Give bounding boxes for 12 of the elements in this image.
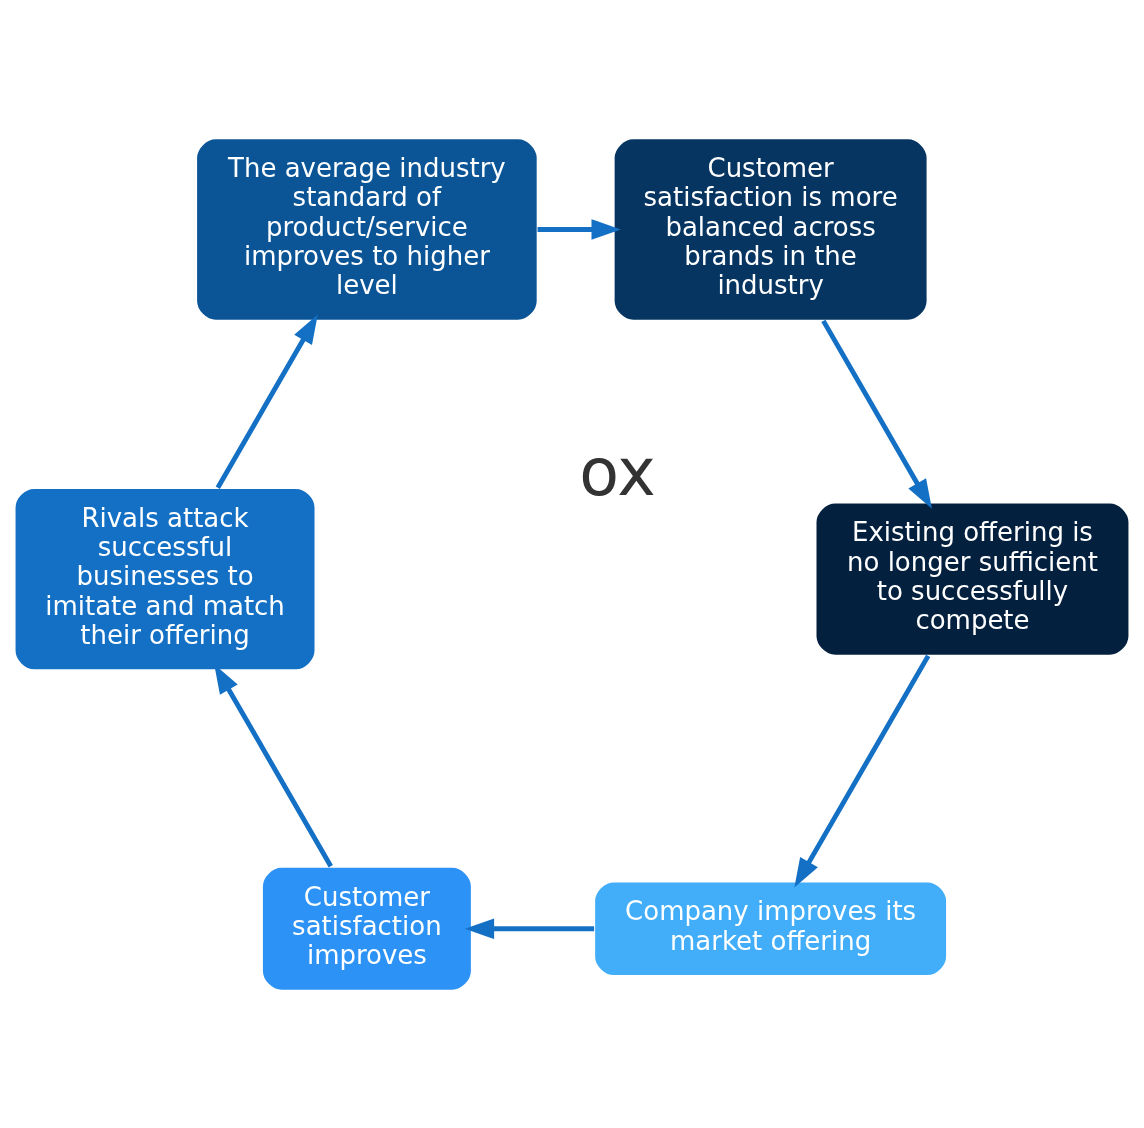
arrow <box>464 918 595 939</box>
arrow <box>537 218 621 240</box>
node-box: Customer satisfaction improves <box>261 865 473 991</box>
node-box: The average industry standard of product/service improves to higher level <box>195 137 539 321</box>
node-box: Existing offering is no longer sufficient to successfully compete <box>814 501 1131 656</box>
node-box: Rivals attack successful businesses to imitate and match their offering <box>13 486 317 671</box>
node-box: Customer satisfaction is more balanced across brands in the industry <box>613 137 929 321</box>
label: ox <box>579 434 656 510</box>
arrow <box>821 319 932 509</box>
arrow <box>794 654 931 888</box>
node-box: Company improves its market offering <box>593 880 948 977</box>
arrow <box>215 314 318 489</box>
